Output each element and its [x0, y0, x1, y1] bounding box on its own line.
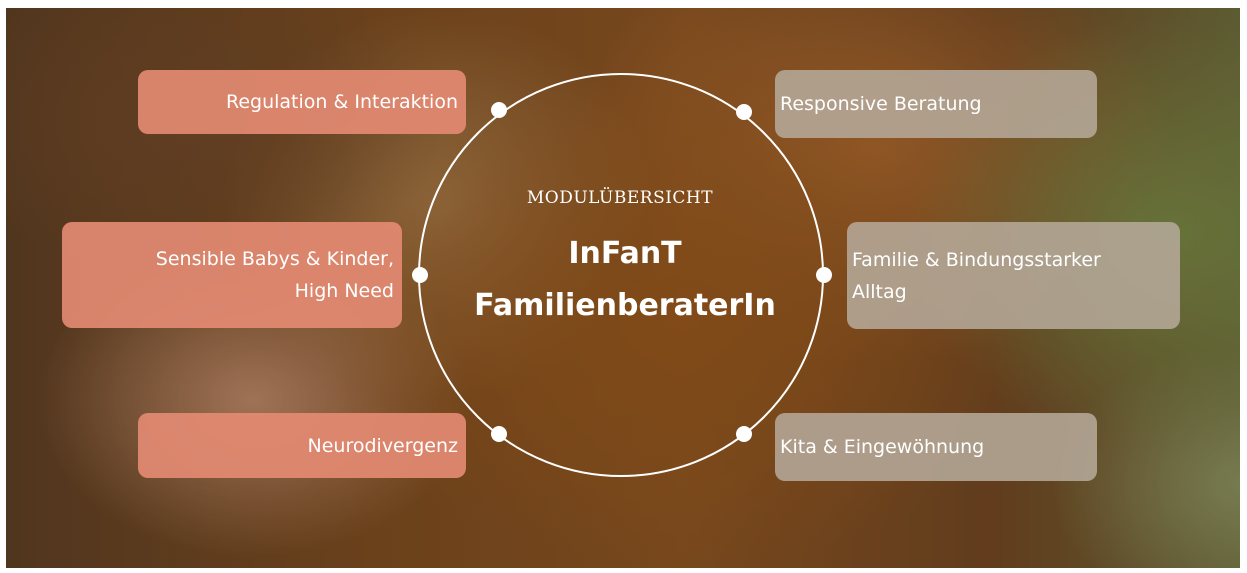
module-neurodivergenz[interactable]: Neurodivergenz: [138, 413, 466, 478]
ring-dot-bottom-right: [736, 426, 752, 442]
module-label: Neurodivergenz: [307, 434, 458, 457]
module-sensible-babys[interactable]: Sensible Babys & Kinder, High Need: [62, 222, 402, 328]
module-familie-alltag[interactable]: Familie & Bindungsstarker Alltag: [847, 222, 1180, 329]
module-regulation-interaktion[interactable]: Regulation & Interaktion: [138, 70, 466, 134]
module-label: Familie & Bindungsstarker Alltag: [852, 248, 1101, 303]
module-kita-eingewoehnung[interactable]: Kita & Eingewöhnung: [775, 413, 1097, 481]
ring-dot-mid-right: [816, 267, 832, 283]
module-label: Responsive Beratung: [780, 93, 982, 115]
ring-dot-mid-left: [412, 267, 428, 283]
ring-dot-top-right: [736, 104, 752, 120]
module-label: Sensible Babys & Kinder, High Need: [155, 248, 394, 302]
overview-label: MODULÜBERSICHT: [526, 188, 714, 208]
ring-dot-bottom-left: [491, 426, 507, 442]
ring-dot-top-left: [491, 102, 507, 118]
program-title: InFanT FamilienberaterIn: [474, 236, 776, 323]
module-responsive-beratung[interactable]: Responsive Beratung: [775, 70, 1097, 138]
module-label: Kita & Eingewöhnung: [780, 436, 985, 458]
module-label: Regulation & Interaktion: [226, 91, 458, 113]
